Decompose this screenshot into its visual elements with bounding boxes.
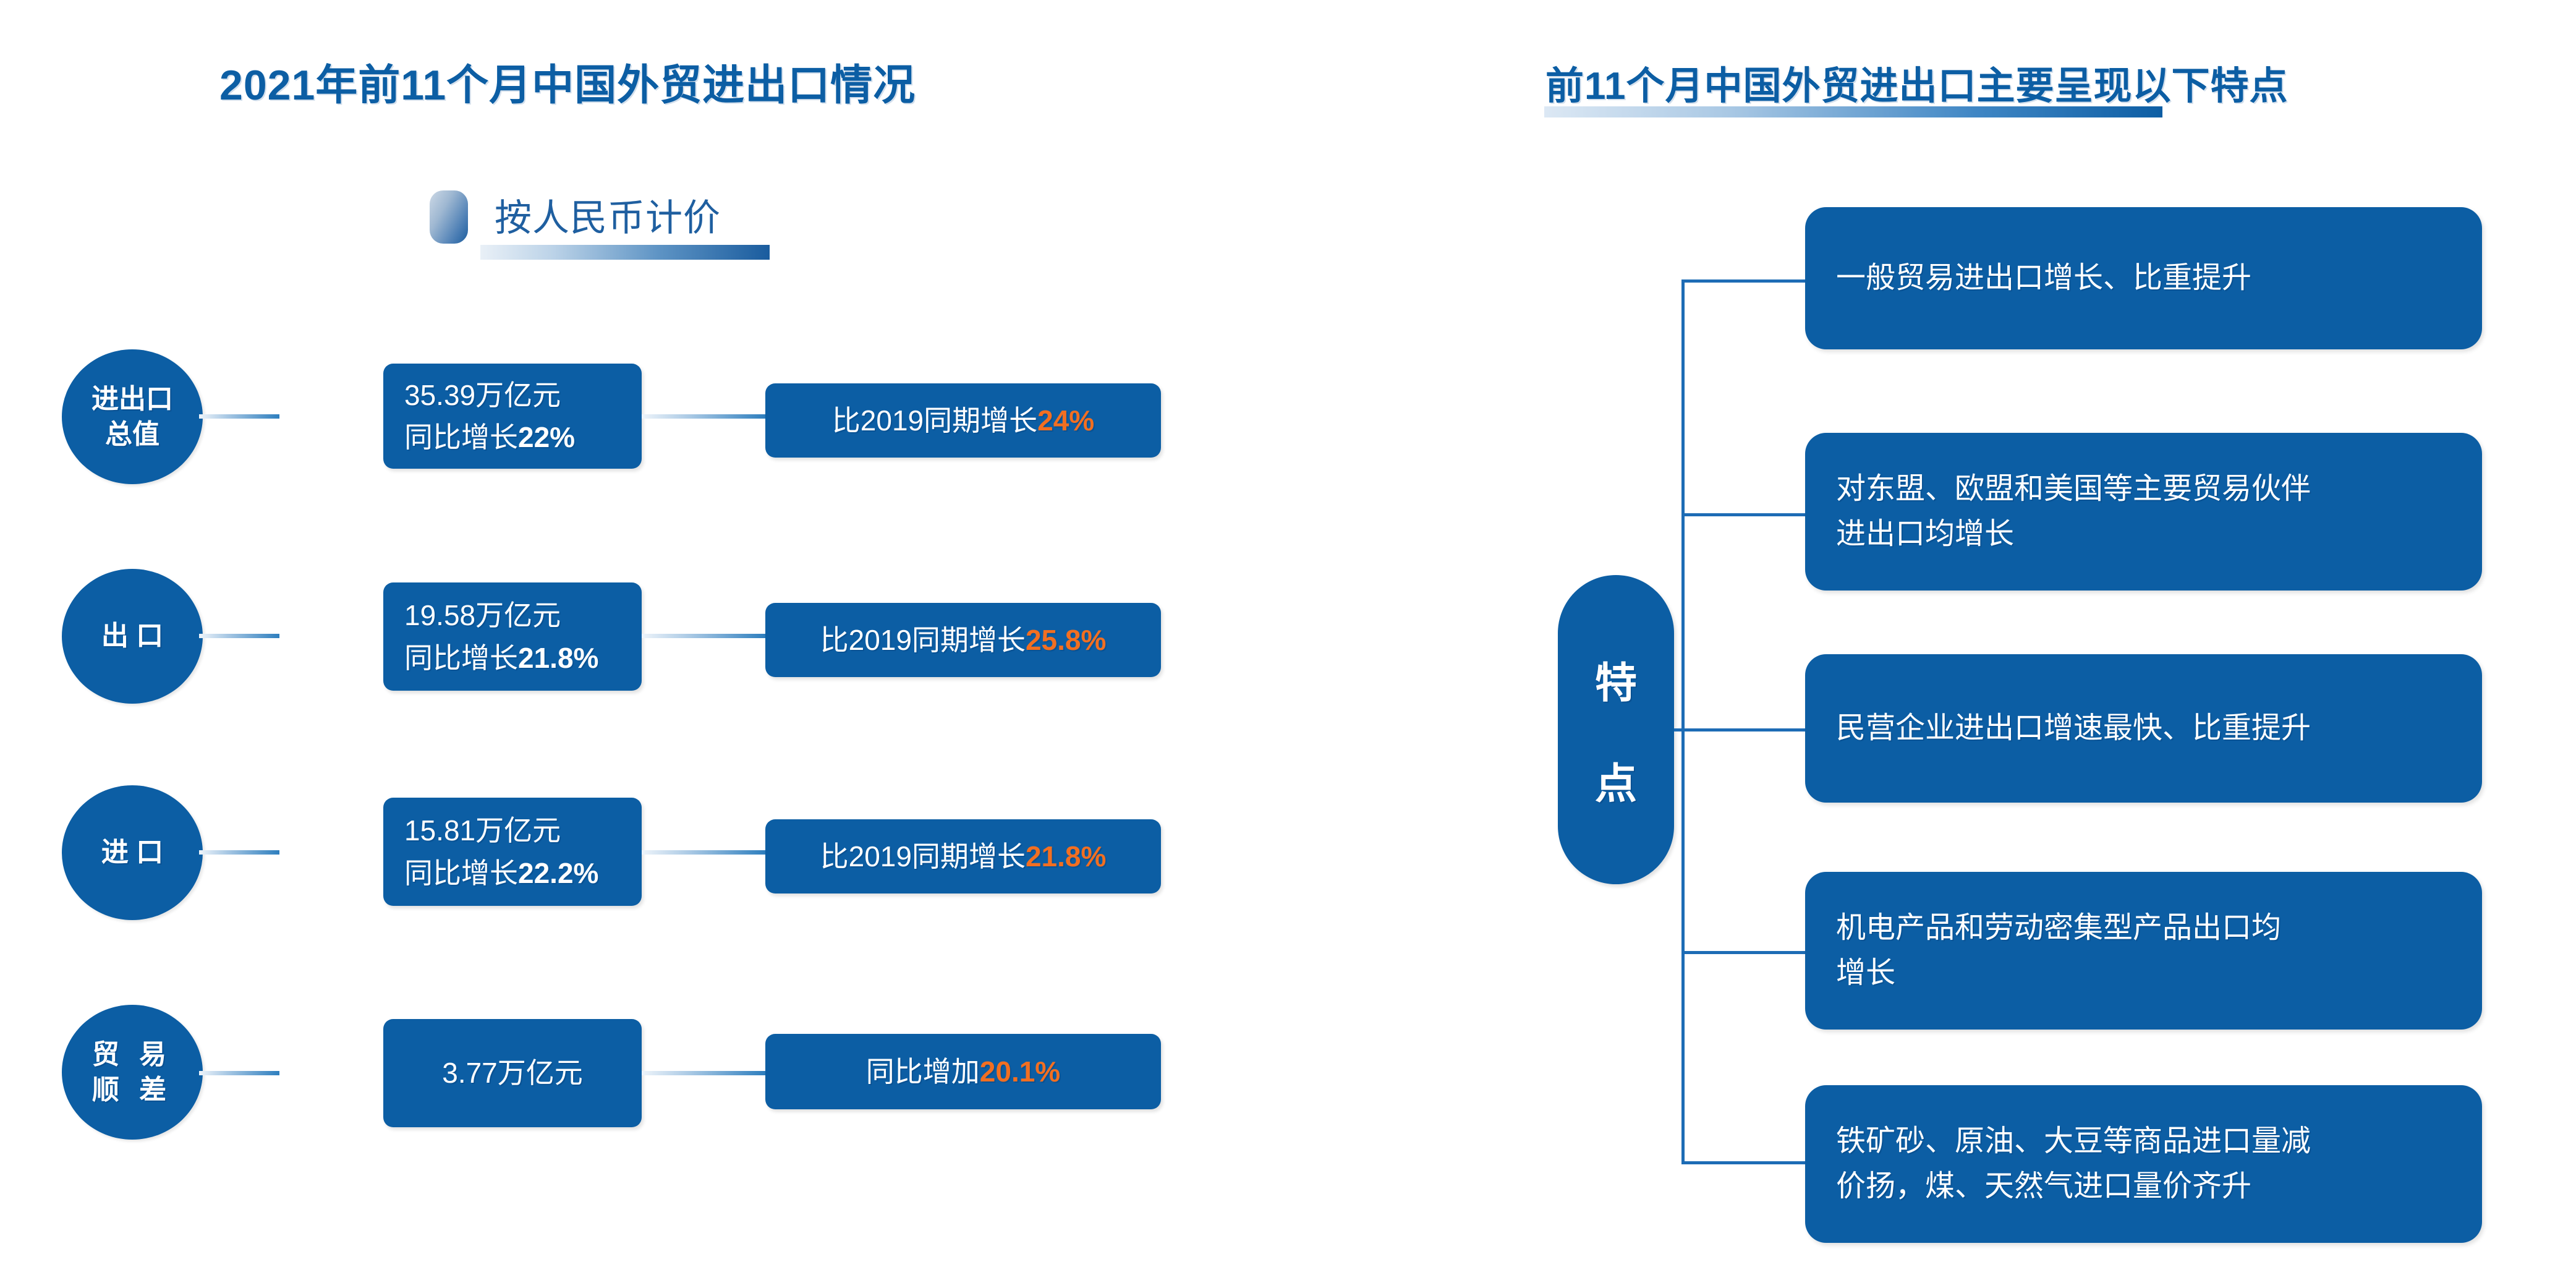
feature-card-3: 民营企业进出口增速最快、比重提升: [1805, 654, 2482, 803]
feature-hub-char-2: 点: [1594, 760, 1637, 808]
metric-value-card-4: 3.77万亿元: [383, 1019, 642, 1127]
metric-compare-prefix: 比2019同期增长: [820, 623, 1026, 656]
metric-value-card-2: 19.58万亿元 同比增长21.8%: [383, 582, 642, 691]
feature-line1: 铁矿砂、原油、大豆等商品进口量减: [1836, 1124, 2311, 1158]
connector-2a: [199, 634, 279, 638]
subtitle-marker-icon: [430, 190, 468, 244]
metric-value-line2-bold: 22%: [518, 421, 576, 453]
connector-1a: [199, 414, 279, 419]
metric-label-ellipse-4: 贸 易 顺 差: [62, 1005, 203, 1140]
metric-compare-card-1: 比2019同期增长24%: [765, 383, 1161, 458]
metric-value-line2-prefix: 同比增长: [404, 641, 518, 674]
feature-line2: 进出口均增长: [1836, 517, 2015, 550]
metric-label-ellipse-2: 出 口: [62, 569, 203, 704]
connector-3b: [642, 850, 765, 855]
feature-line1: 民营企业进出口增速最快、比重提升: [1836, 711, 2311, 744]
metric-compare-card-4: 同比增加20.1%: [765, 1034, 1161, 1109]
tree-trunk: [1681, 279, 1685, 1162]
metric-compare-card-3: 比2019同期增长21.8%: [765, 819, 1161, 893]
metric-compare-text-2: 比2019同期增长25.8%: [820, 619, 1107, 661]
tree-branch-3: [1681, 728, 1808, 731]
metric-value-line2-bold: 22.2%: [518, 856, 599, 889]
feature-card-4: 机电产品和劳动密集型产品出口均 增长: [1805, 872, 2482, 1030]
subtitle-underline-bar: [480, 245, 770, 260]
right-panel: 前11个月中国外贸进出口主要呈现以下特点 特 点 一般贸易进出口增长、比重提升 …: [1286, 0, 2576, 1288]
metric-compare-text-1: 比2019同期增长24%: [832, 399, 1094, 441]
metric-value-line1: 3.77万亿元: [442, 1057, 583, 1090]
connector-1b: [642, 414, 765, 419]
tree-branch-4: [1681, 951, 1808, 954]
metric-value-card-1: 35.39万亿元 同比增长22%: [383, 364, 642, 469]
metric-value-line2: 同比增长22.2%: [404, 852, 598, 894]
tree-branch-2: [1681, 513, 1808, 516]
feature-card-2: 对东盟、欧盟和美国等主要贸易伙伴 进出口均增长: [1805, 433, 2482, 591]
metric-label-line1: 出 口: [101, 621, 164, 652]
feature-hub-pill: 特 点: [1558, 575, 1674, 884]
metric-value-card-3: 15.81万亿元 同比增长22.2%: [383, 798, 642, 906]
metric-value-line2-prefix: 同比增长: [404, 421, 518, 453]
connector-4a: [199, 1071, 279, 1075]
metric-compare-highlight: 24%: [1037, 404, 1095, 437]
metric-label-line2: 总值: [105, 419, 159, 450]
metric-compare-highlight: 20.1%: [979, 1055, 1061, 1088]
tree-branch-1: [1681, 279, 1808, 283]
metric-value-line1: 15.81万亿元: [404, 814, 561, 847]
metric-label-line1: 进 口: [101, 837, 164, 868]
right-title-underline-bar: [1544, 106, 2162, 117]
feature-line1: 一般贸易进出口增长、比重提升: [1836, 261, 2252, 294]
metric-label-line1: 进出口: [91, 383, 173, 414]
connector-4b: [642, 1071, 765, 1075]
metric-compare-prefix: 比2019同期增长: [831, 404, 1038, 437]
metric-value-line1: 35.39万亿元: [404, 378, 561, 411]
metric-label-ellipse-3: 进 口: [62, 785, 203, 920]
metric-compare-highlight: 21.8%: [1025, 840, 1107, 872]
connector-3a: [199, 850, 279, 855]
page-title-right: 前11个月中国外贸进出口主要呈现以下特点: [1545, 65, 2289, 108]
metric-compare-card-2: 比2019同期增长25.8%: [765, 603, 1161, 677]
metric-value-line2: 同比增长22%: [404, 416, 575, 458]
feature-line1: 机电产品和劳动密集型产品出口均: [1836, 911, 2282, 944]
metric-value-line2-bold: 21.8%: [518, 641, 599, 674]
tree-branch-5: [1681, 1161, 1808, 1164]
feature-line1: 对东盟、欧盟和美国等主要贸易伙伴: [1836, 472, 2311, 505]
metric-label-line1: 贸 易: [91, 1039, 173, 1070]
feature-hub-char-1: 特: [1594, 660, 1637, 707]
metric-compare-prefix: 比2019同期增长: [820, 840, 1026, 872]
subtitle-block: 按人民币计价: [430, 186, 850, 260]
metric-value-line1: 19.58万亿元: [404, 599, 561, 632]
metric-compare-prefix: 同比增加: [865, 1055, 980, 1088]
metric-compare-text-3: 比2019同期增长21.8%: [820, 835, 1107, 877]
feature-line2: 价扬，煤、天然气进口量价齐升: [1836, 1169, 2252, 1203]
feature-line2: 增长: [1836, 956, 1896, 989]
metric-label-ellipse-1: 进出口 总值: [62, 349, 203, 484]
left-panel: 2021年前11个月中国外贸进出口情况 按人民币计价 进出口 总值 35.39万…: [0, 0, 1286, 1288]
feature-card-5: 铁矿砂、原油、大豆等商品进口量减 价扬，煤、天然气进口量价齐升: [1805, 1085, 2482, 1243]
feature-card-1: 一般贸易进出口增长、比重提升: [1805, 207, 2482, 349]
metric-compare-text-4: 同比增加20.1%: [866, 1051, 1060, 1093]
subtitle-label: 按人民币计价: [495, 197, 721, 239]
metric-value-line2: 同比增长21.8%: [404, 637, 598, 679]
page-title-left: 2021年前11个月中国外贸进出口情况: [219, 62, 916, 109]
metric-value-line2-prefix: 同比增长: [404, 856, 518, 889]
metric-label-line2: 顺 差: [91, 1075, 173, 1105]
connector-2b: [642, 634, 765, 638]
metric-compare-highlight: 25.8%: [1025, 623, 1107, 656]
